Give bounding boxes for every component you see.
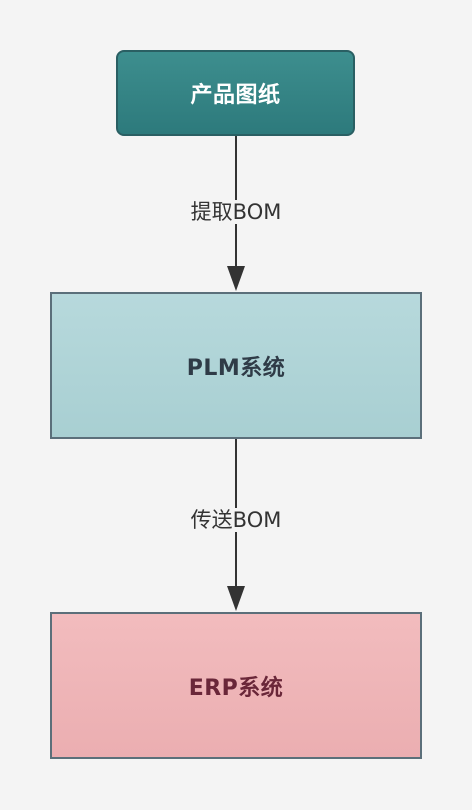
node-erp-system-label: ERP系统: [188, 675, 284, 701]
arrowhead-erp: [227, 586, 245, 611]
arrowhead-plm: [227, 266, 245, 291]
edge-label-transfer: 传送BOM: [0, 506, 472, 534]
node-plm-system: PLM系统: [50, 292, 422, 439]
edge-label-extract: 提取BOM: [0, 198, 472, 226]
node-erp-system: ERP系统: [50, 612, 422, 759]
node-plm-system-label: PLM系统: [186, 355, 286, 381]
node-product-drawing-label: 产品图纸: [190, 83, 281, 108]
edge-label-transfer-text: 传送BOM: [188, 508, 284, 532]
edge-label-extract-text: 提取BOM: [188, 200, 284, 224]
node-product-drawing: 产品图纸: [116, 50, 355, 136]
